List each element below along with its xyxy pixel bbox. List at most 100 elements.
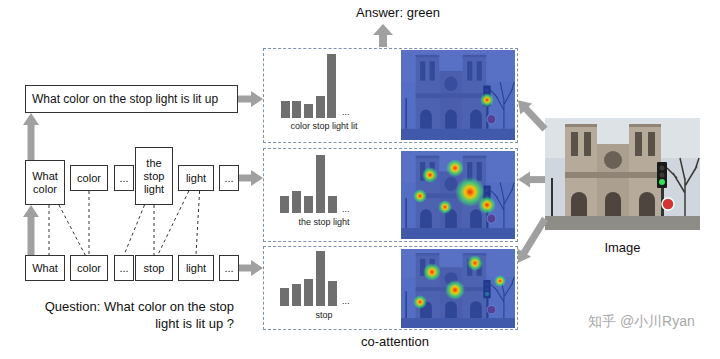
connector-line [524, 219, 545, 254]
attention-map-part [413, 189, 427, 203]
watermark: 知乎 @小川Ryan [588, 313, 716, 330]
axis-label: stop [269, 310, 379, 320]
attention-map [401, 249, 515, 328]
token-text: light [186, 262, 206, 275]
bar-chart-part [304, 279, 313, 306]
attention-map-part [494, 275, 506, 287]
token-box: What color on the stop light is lit up [25, 85, 238, 113]
dashed-link [154, 205, 155, 255]
attention-map-part [401, 151, 515, 239]
scene-photo [545, 118, 700, 230]
attention-map-part [480, 93, 494, 107]
connector-line [529, 176, 545, 183]
attention-map [401, 50, 515, 140]
dashed-link [49, 205, 50, 255]
token-box: color [70, 255, 108, 281]
bar-chart-part [304, 196, 313, 213]
connector-line [124, 205, 145, 255]
token-box: light [178, 255, 214, 281]
token-box: ... [219, 165, 239, 191]
attention-map-part [478, 196, 496, 214]
connector-line [59, 205, 85, 255]
ellipsis-mark: ... [342, 204, 350, 214]
bar-chart-part [280, 196, 289, 213]
token-text: ... [119, 262, 128, 275]
bar-chart-part [292, 101, 301, 118]
attention-map-part [446, 159, 464, 177]
scene-photo-part [545, 118, 700, 230]
dashed-link [59, 205, 85, 255]
attention-panel: ...the stop light [263, 148, 518, 242]
attention-map-part [401, 249, 515, 328]
bar-chart-part [316, 155, 325, 213]
connector-line [239, 175, 252, 182]
token-box: ... [114, 165, 134, 191]
flow-arrow [518, 172, 545, 188]
arrow-head [251, 91, 263, 107]
arrow-head [23, 113, 39, 125]
flow-arrow [238, 91, 263, 107]
token-text: What color on the stop light is lit up [32, 92, 218, 106]
token-text: light [186, 172, 206, 185]
token-text: color [77, 262, 101, 275]
connector-line [154, 205, 155, 255]
bar-chart-part [328, 196, 337, 213]
token-box: ... [219, 255, 239, 281]
attention-map-part [401, 50, 515, 140]
attention-map-part [445, 280, 465, 300]
connector-line [89, 191, 90, 255]
attention-map-part [467, 255, 483, 271]
bar-chart-part [328, 281, 337, 306]
attention-map-part [422, 167, 438, 183]
flow-arrow [23, 113, 39, 160]
attention-map-part [413, 295, 427, 309]
bar-chart-part [316, 251, 325, 306]
bar-chart-part [327, 54, 336, 118]
answer-arrow [373, 24, 393, 47]
token-text: ... [119, 172, 128, 185]
attention-panel: ... stop [263, 246, 518, 330]
connector-line [238, 96, 252, 103]
attention-map-part [438, 200, 452, 214]
bar-chart-part [292, 191, 301, 213]
ellipsis-mark: ... [342, 296, 350, 306]
token-box: What color [25, 160, 65, 205]
caption-label: co-attention [320, 333, 470, 350]
connector-line [28, 124, 35, 160]
arrow-head [251, 260, 263, 276]
arrow-head [23, 205, 39, 217]
connector-line [196, 191, 200, 255]
token-text: What color [29, 170, 61, 196]
arrow-head [518, 172, 530, 188]
axis-label: color stop light lit [269, 121, 379, 131]
flow-arrow [239, 260, 263, 276]
arrow-head [517, 248, 531, 262]
answer-label: Answer: green [318, 4, 478, 21]
attention-map-part [401, 50, 515, 140]
bar-chart [280, 54, 337, 306]
token-box: ... [114, 255, 134, 281]
bar-chart-part [316, 96, 325, 118]
arrow-head [518, 100, 532, 114]
token-box: the stop light [135, 147, 173, 205]
connector-line [49, 205, 50, 255]
flow-arrow [518, 100, 545, 129]
attention-map-part [401, 249, 515, 328]
connector-line [28, 216, 35, 255]
token-text: What [32, 262, 58, 275]
token-box: stop [135, 255, 173, 281]
dashed-link [124, 205, 145, 255]
ellipsis-mark: ... [342, 107, 350, 117]
token-text: the stop light [139, 157, 169, 196]
token-text: ... [224, 172, 233, 185]
bar-chart-part [280, 288, 289, 306]
arrow-head [251, 170, 263, 186]
connector-line [526, 108, 545, 129]
token-box: What [25, 255, 65, 281]
connector-line [239, 265, 252, 272]
token-box: color [70, 165, 108, 191]
answer-arrow-part [379, 34, 387, 47]
bar-chart-part [292, 284, 301, 306]
attention-map-part [423, 263, 441, 281]
